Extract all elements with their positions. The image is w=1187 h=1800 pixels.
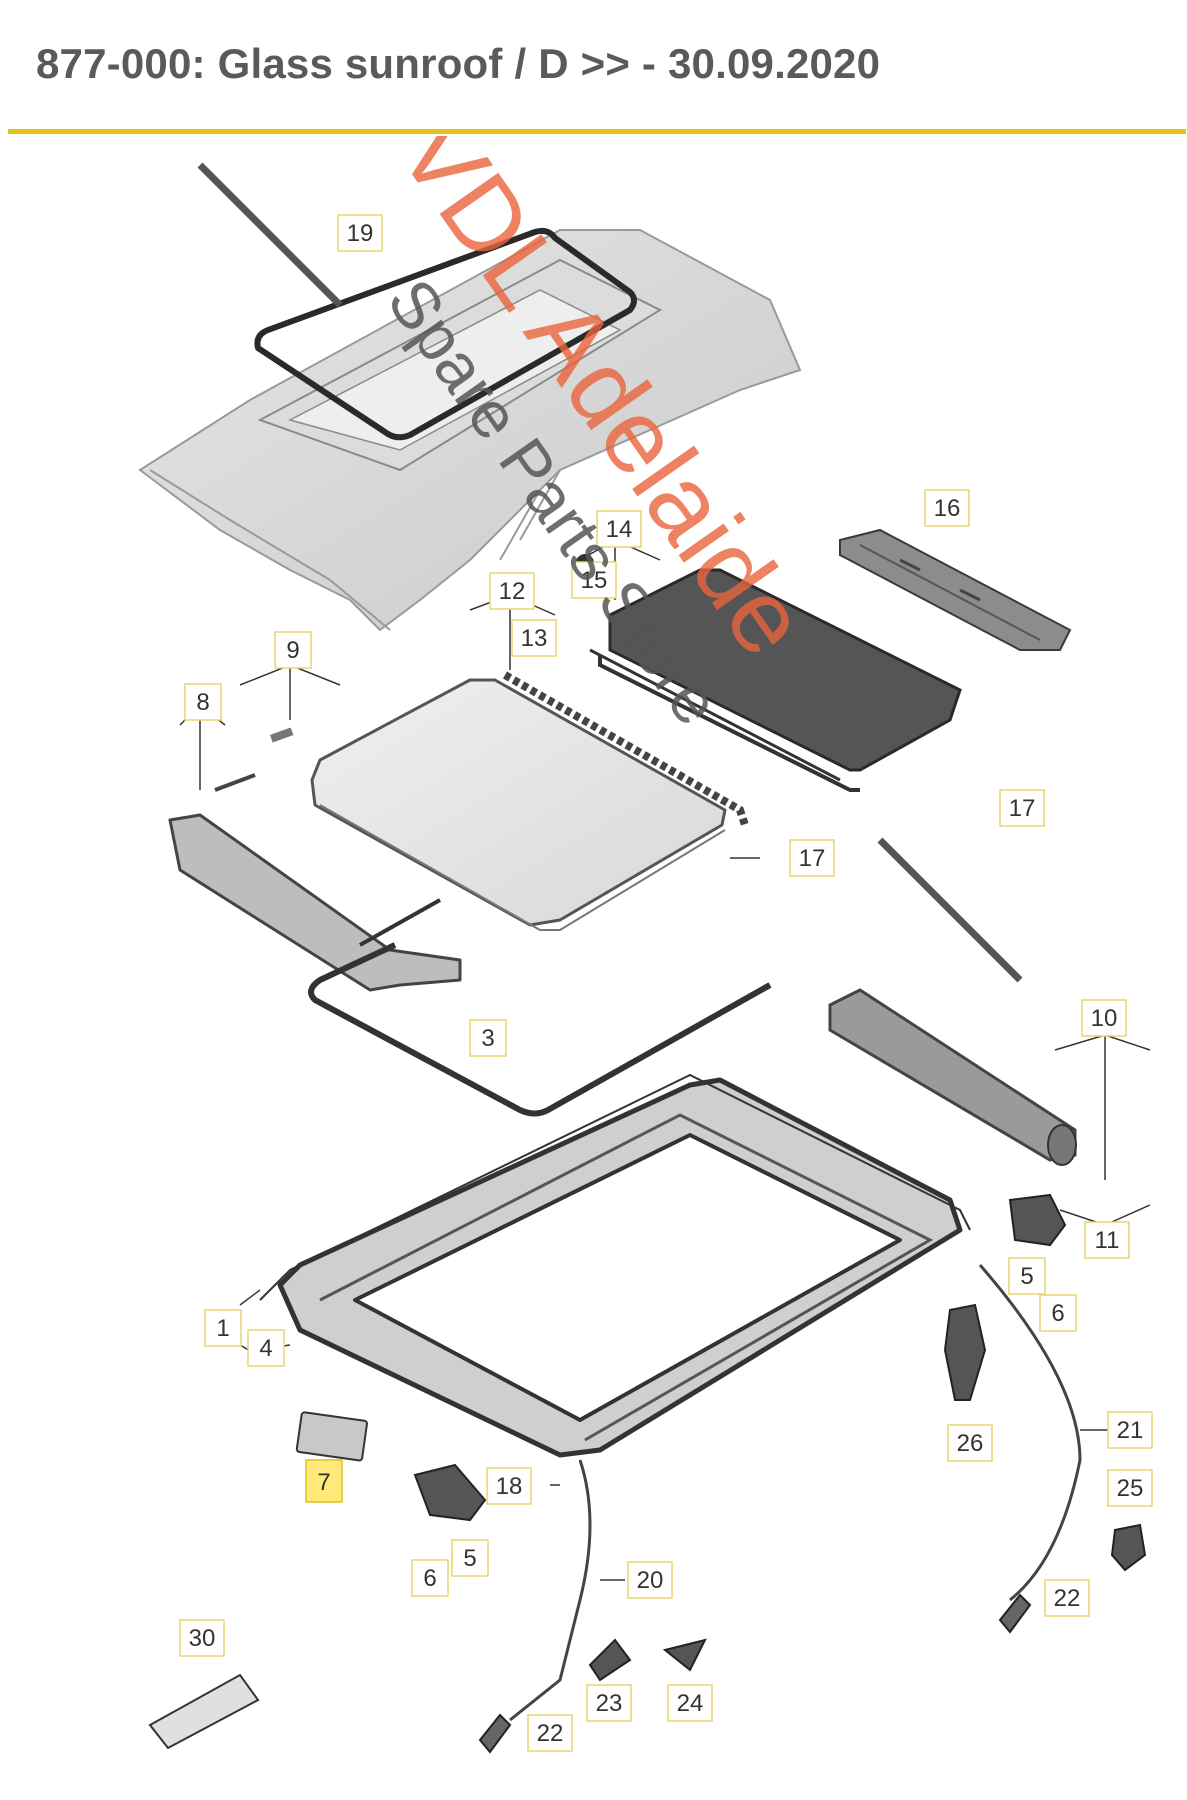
callout-6-front: 6 <box>411 1559 449 1597</box>
callout-16: 16 <box>924 489 970 527</box>
callout-6-rear: 6 <box>1039 1294 1077 1332</box>
callout-17-glass: 17 <box>789 839 835 877</box>
callout-12: 12 <box>489 572 535 610</box>
part-24-clip <box>662 1638 707 1672</box>
part-7-control-unit <box>295 1411 368 1462</box>
callout-14: 14 <box>596 510 642 548</box>
svg-text:21: 21 <box>1117 1417 1144 1444</box>
part-5-motor-front <box>413 1463 487 1522</box>
svg-text:17: 17 <box>1009 795 1036 822</box>
svg-text:3: 3 <box>481 1025 494 1052</box>
svg-text:16: 16 <box>934 495 961 522</box>
svg-text:23: 23 <box>596 1690 623 1717</box>
callout-17-rear: 17 <box>999 789 1045 827</box>
cable-20 <box>509 1459 592 1722</box>
part-3-seal <box>308 942 772 1117</box>
svg-text:5: 5 <box>1020 1263 1033 1290</box>
svg-text:20: 20 <box>637 1567 664 1594</box>
callout-1: 1 <box>204 1309 242 1347</box>
svg-text:6: 6 <box>1051 1300 1064 1327</box>
watermark-line-lower <box>877 837 1023 983</box>
callout-21: 21 <box>1107 1411 1153 1449</box>
glass-panel <box>310 678 727 931</box>
part-5-motor-rear <box>1008 1193 1067 1247</box>
callout-7[interactable]: 7 <box>305 1459 343 1503</box>
part-22-cable-end-rear <box>998 1593 1032 1634</box>
callout-25: 25 <box>1107 1469 1153 1507</box>
exploded-parts-diagram: 19 16 14 15 12 13 9 8 17 17 10 3 11 5 6 … <box>138 136 1153 1754</box>
svg-text:14: 14 <box>606 516 633 543</box>
callout-26: 26 <box>947 1424 993 1462</box>
callout-5-front: 5 <box>451 1539 489 1577</box>
svg-text:13: 13 <box>521 625 548 652</box>
callout-4: 4 <box>247 1329 285 1367</box>
svg-text:15: 15 <box>581 567 608 594</box>
svg-text:19: 19 <box>347 220 374 247</box>
sunroof-frame <box>259 1073 971 1458</box>
part-22-cable-end <box>478 1713 512 1754</box>
part-13-strip <box>503 671 749 827</box>
page-title: 877-000: Glass sunroof / D >> - 30.09.20… <box>36 40 881 87</box>
svg-text:22: 22 <box>537 1720 564 1747</box>
part-30-adhesive-tube <box>148 1673 260 1750</box>
svg-text:22: 22 <box>1054 1585 1081 1612</box>
svg-text:5: 5 <box>463 1545 476 1572</box>
svg-text:12: 12 <box>499 578 526 605</box>
svg-text:25: 25 <box>1117 1475 1144 1502</box>
part-8-front-trim <box>168 727 462 992</box>
part-26-bracket <box>943 1303 987 1401</box>
callout-11: 11 <box>1084 1221 1130 1259</box>
svg-text:1: 1 <box>216 1315 229 1342</box>
callout-3: 3 <box>469 1019 507 1057</box>
part-23-clip <box>588 1638 632 1682</box>
part-10-roller-blind <box>828 988 1077 1166</box>
svg-text:18: 18 <box>496 1473 523 1500</box>
svg-text:26: 26 <box>957 1430 984 1457</box>
svg-text:11: 11 <box>1095 1227 1120 1254</box>
callout-24: 24 <box>667 1684 713 1722</box>
sunshade-panel <box>576 554 962 792</box>
callout-23: 23 <box>586 1684 632 1722</box>
svg-text:9: 9 <box>286 637 299 664</box>
svg-text:10: 10 <box>1091 1005 1118 1032</box>
watermark-line-upper <box>197 162 343 308</box>
svg-text:6: 6 <box>423 1565 436 1592</box>
callout-8: 8 <box>184 683 222 721</box>
part-16-deflector <box>839 528 1072 651</box>
callout-18: 18 <box>486 1467 532 1505</box>
svg-text:7: 7 <box>317 1469 330 1496</box>
cable-21 <box>978 1264 1082 1602</box>
svg-text:30: 30 <box>189 1625 216 1652</box>
callout-19: 19 <box>337 214 383 252</box>
callout-30: 30 <box>179 1619 225 1657</box>
callout-22-rear: 22 <box>1044 1579 1090 1617</box>
svg-text:17: 17 <box>799 845 826 872</box>
callout-13: 13 <box>511 619 557 657</box>
title-underline <box>8 129 1186 134</box>
svg-text:8: 8 <box>196 689 209 716</box>
svg-text:24: 24 <box>677 1690 704 1717</box>
page-header: 877-000: Glass sunroof / D >> - 30.09.20… <box>0 0 1187 136</box>
callout-9: 9 <box>274 631 312 669</box>
svg-text:4: 4 <box>259 1335 272 1362</box>
callout-22-front: 22 <box>527 1714 573 1752</box>
callout-20: 20 <box>627 1561 673 1599</box>
callout-10: 10 <box>1081 999 1127 1037</box>
callout-15: 15 <box>571 561 617 599</box>
part-25-clip <box>1110 1523 1147 1572</box>
part-19-seal <box>254 227 637 441</box>
callout-5-rear: 5 <box>1008 1257 1046 1295</box>
